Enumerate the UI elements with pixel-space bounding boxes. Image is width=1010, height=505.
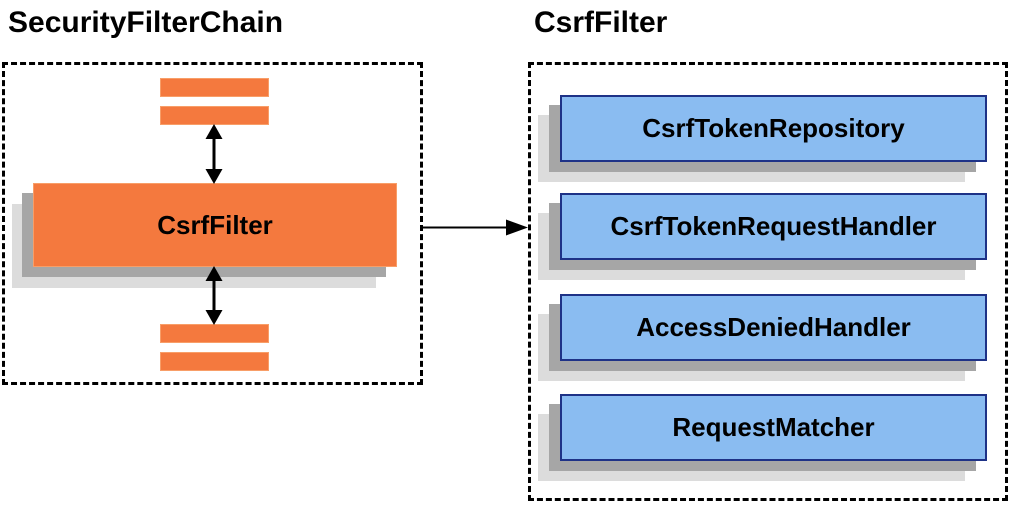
component-label: CsrfTokenRepository bbox=[642, 113, 905, 143]
double-arrow-icon bbox=[205, 124, 223, 184]
filter-placeholder-bar bbox=[160, 106, 269, 125]
component-box-csrf-token-request-handler: CsrfTokenRequestHandler bbox=[560, 193, 987, 260]
double-arrow-icon bbox=[205, 266, 223, 325]
filter-placeholder-bar bbox=[160, 78, 269, 97]
csrf-filter-title: CsrfFilter bbox=[534, 6, 668, 39]
security-filter-chain-title: SecurityFilterChain bbox=[8, 6, 284, 39]
component-box-access-denied-handler: AccessDeniedHandler bbox=[560, 294, 987, 361]
component-box-request-matcher: RequestMatcher bbox=[560, 394, 987, 461]
csrf-filter-box: CsrfFilter bbox=[33, 183, 397, 267]
component-label: RequestMatcher bbox=[672, 412, 875, 442]
csrf-filter-container bbox=[528, 62, 1008, 501]
security-filter-chain-container bbox=[2, 62, 423, 385]
component-label: AccessDeniedHandler bbox=[636, 312, 911, 342]
filter-placeholder-bar bbox=[160, 324, 269, 343]
right-arrow-icon bbox=[423, 219, 528, 236]
component-label: CsrfTokenRequestHandler bbox=[610, 211, 937, 241]
component-box-csrf-token-repository: CsrfTokenRepository bbox=[560, 95, 987, 162]
csrf-filter-box-label: CsrfFilter bbox=[157, 209, 273, 240]
filter-placeholder-bar bbox=[160, 352, 269, 371]
